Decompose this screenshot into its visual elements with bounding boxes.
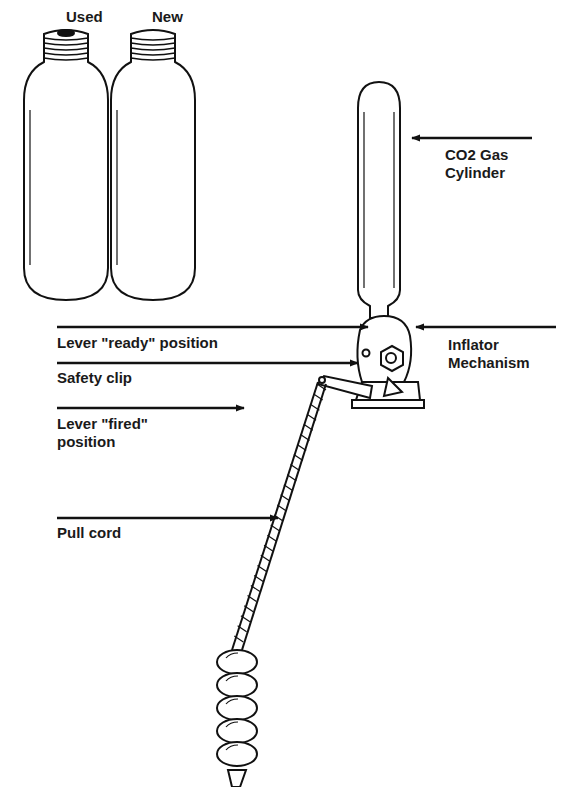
twist-line <box>310 404 319 410</box>
thread-line <box>131 48 175 50</box>
twist-line <box>238 626 247 632</box>
twist-line <box>284 485 293 491</box>
bead-shine <box>226 653 238 658</box>
twist-line <box>248 596 257 602</box>
bead-shine <box>226 722 238 727</box>
twist-line <box>241 616 250 622</box>
part-label: New <box>152 8 212 26</box>
twist-line <box>254 575 263 581</box>
twist-line <box>307 414 316 420</box>
twist-line <box>317 384 326 390</box>
twist-line <box>261 555 270 561</box>
part-label: Lever "ready" position <box>57 334 297 352</box>
twist-line <box>277 505 286 511</box>
part-label: Inflator Mechanism <box>448 336 548 372</box>
bead <box>217 742 257 766</box>
twist-line <box>294 455 303 461</box>
twist-line <box>300 434 309 440</box>
pull-cord <box>232 382 326 650</box>
used-cylinder <box>24 30 108 300</box>
twist-line <box>257 565 266 571</box>
safety-clip <box>363 350 370 357</box>
twist-line <box>267 535 276 541</box>
part-label: CO2 Gas Cylinder <box>445 146 525 182</box>
twist-line <box>281 495 290 501</box>
part-label: Used <box>66 8 126 26</box>
co2-cylinder <box>358 82 400 318</box>
twist-line <box>314 394 323 400</box>
thread-line <box>44 43 88 45</box>
thread-line <box>44 38 88 40</box>
screw-threads <box>44 38 175 60</box>
twist-line <box>304 424 313 430</box>
leader-arrows <box>57 138 556 518</box>
thread-line <box>131 53 175 55</box>
thread-line <box>131 43 175 45</box>
twist-line <box>291 465 300 471</box>
cord-twist <box>234 384 326 642</box>
twist-line <box>287 475 296 481</box>
twist-line <box>251 586 260 592</box>
twist-line <box>244 606 253 612</box>
bead <box>217 696 257 720</box>
thread-line <box>44 53 88 55</box>
part-label: Pull cord <box>57 524 257 542</box>
bead-shine <box>226 699 238 704</box>
twist-line <box>271 525 280 531</box>
thread-line <box>44 48 88 50</box>
thread-line <box>131 58 175 60</box>
bead-shine <box>226 676 238 681</box>
twist-line <box>234 636 243 642</box>
part-label: Safety clip <box>57 369 257 387</box>
new-cylinder <box>111 30 195 300</box>
bead <box>217 719 257 743</box>
bead-shine <box>226 745 238 750</box>
twist-line <box>264 545 273 551</box>
thread-line <box>131 38 175 40</box>
twist-line <box>297 444 306 450</box>
bead <box>217 673 257 697</box>
bead <box>217 650 257 674</box>
cord-beads <box>217 650 257 766</box>
thread-line <box>44 58 88 60</box>
cord-end <box>228 770 246 787</box>
part-label: Lever "fired" position <box>57 415 167 451</box>
